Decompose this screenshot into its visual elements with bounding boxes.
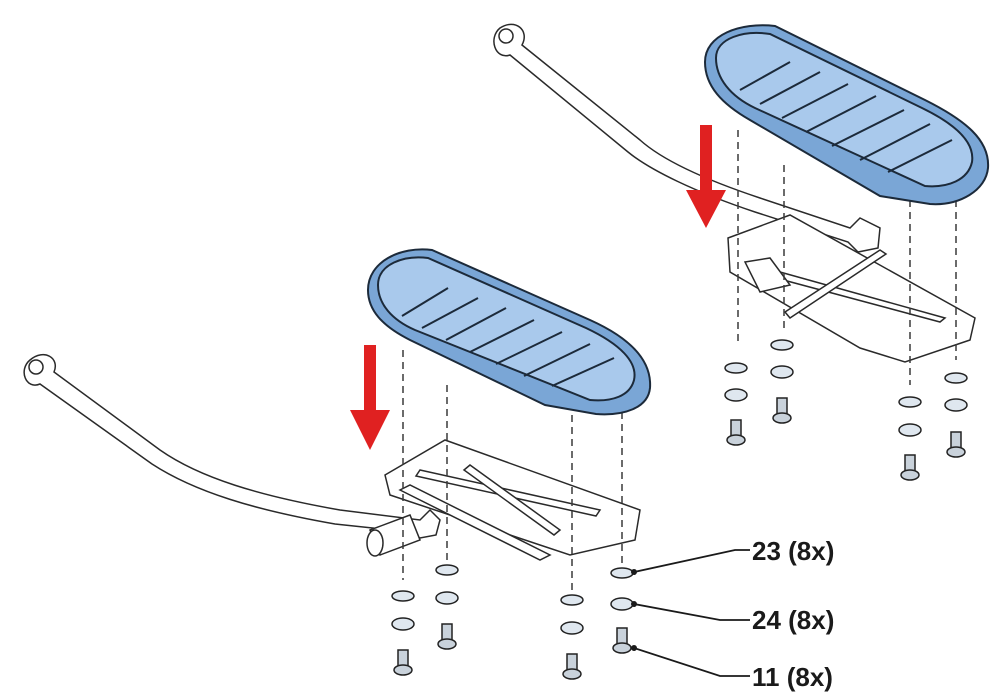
callout-23-label: 23 (8x) <box>752 536 834 566</box>
callout-24: 24 (8x) <box>631 601 834 635</box>
left-bracket-plate <box>384 439 641 561</box>
right-bracket-plate <box>727 214 976 363</box>
callout-24-label: 24 (8x) <box>752 605 834 635</box>
left-foot-pedal <box>366 248 652 416</box>
callout-11-label: 11 (8x) <box>752 662 833 692</box>
left-pedal-assembly <box>23 248 652 680</box>
right-guide-lines <box>737 130 957 385</box>
right-hardware <box>724 339 968 481</box>
left-guide-lines <box>402 350 623 590</box>
callout-11: 11 (8x) <box>631 645 833 692</box>
right-foot-pedal <box>703 24 990 206</box>
callout-23: 23 (8x) <box>631 536 834 575</box>
left-down-arrow <box>350 345 390 450</box>
right-down-arrow <box>686 125 726 228</box>
right-crank-arm <box>493 23 881 253</box>
left-crank-arm <box>23 354 441 557</box>
left-hardware <box>391 564 634 680</box>
right-pedal-assembly <box>493 23 990 481</box>
